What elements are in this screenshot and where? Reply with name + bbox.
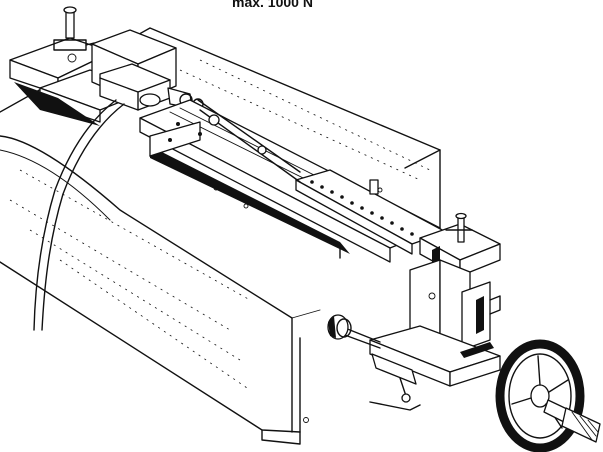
adjustment-knob	[327, 314, 352, 340]
perforated-arm	[197, 99, 447, 255]
screws	[183, 167, 383, 209]
lower-bracket	[339, 325, 501, 403]
cable	[33, 99, 125, 331]
handwheel	[495, 339, 601, 452]
max-force-caption: max. 1000 N	[232, 0, 313, 10]
left-clamp-block	[9, 6, 177, 126]
load-cell	[99, 63, 204, 111]
